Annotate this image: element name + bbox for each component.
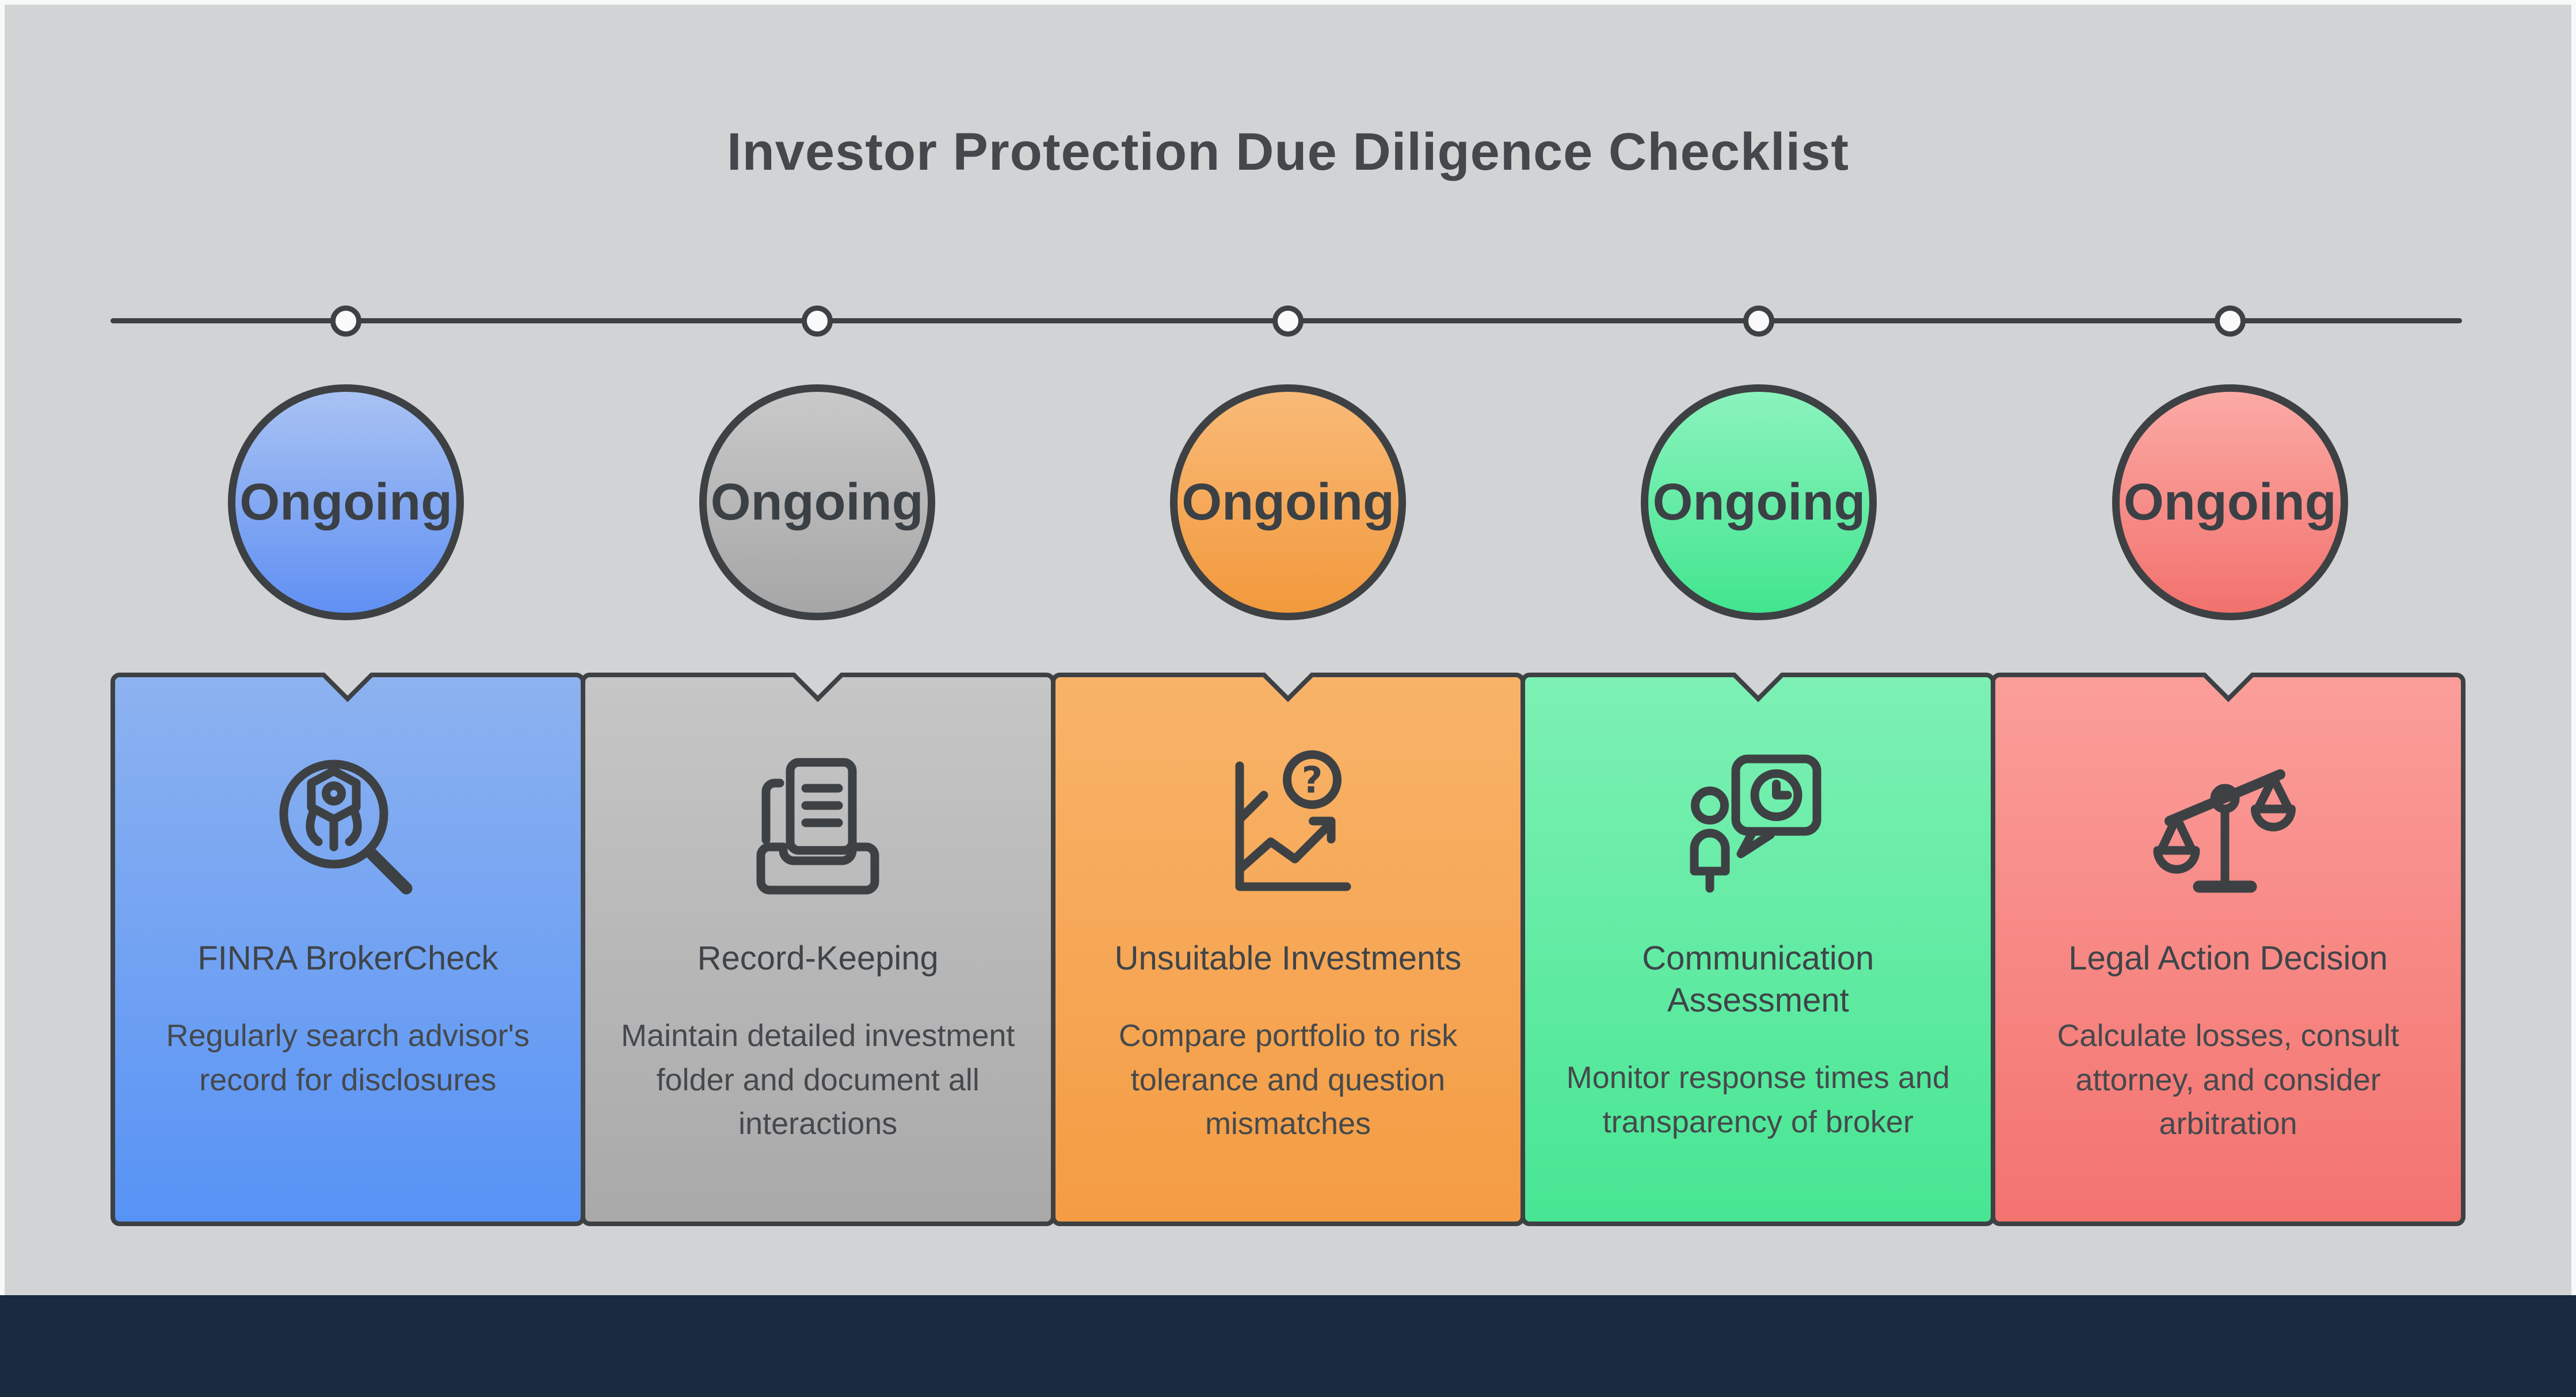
- status-circles-row: Ongoing Ongoing Ongoing Ongoing Ongoing: [110, 384, 2466, 623]
- status-circle-communication: Ongoing: [1641, 384, 1877, 620]
- timeline-node: [1272, 306, 1304, 337]
- justice-scales-icon: [2142, 745, 2315, 918]
- card-description: Compare portfolio to risk tolerance and …: [1118, 1018, 1458, 1142]
- timeline-node: [801, 306, 833, 337]
- timeline-node: [330, 306, 362, 337]
- status-circle-legal: Ongoing: [2112, 384, 2348, 620]
- card-description: Regularly search advisor's record for di…: [166, 1018, 530, 1097]
- card-description: Calculate losses, consult attorney, and …: [2057, 1018, 2399, 1142]
- card-description: Maintain detailed investment folder and …: [621, 1018, 1015, 1142]
- status-circle-finra: Ongoing: [228, 384, 464, 620]
- card-finra-brokercheck: FINRA BrokerCheck Regularly search advis…: [110, 650, 585, 1226]
- status-circle-record-keeping: Ongoing: [699, 384, 935, 620]
- card-title: Legal Action Decision: [2068, 940, 2388, 977]
- timeline-nodes-row: [110, 306, 2466, 337]
- card-title: Record-Keeping: [697, 940, 939, 977]
- footer-bar: [0, 1295, 2576, 1397]
- status-label: Ongoing: [1652, 473, 1866, 531]
- timeline-node: [2214, 306, 2246, 337]
- status-label: Ongoing: [710, 473, 924, 531]
- status-label: Ongoing: [1182, 473, 1394, 531]
- timeline-node: [1743, 306, 1775, 337]
- status-circle-unsuitable: Ongoing: [1170, 384, 1407, 620]
- archive-documents-icon: [731, 745, 904, 918]
- card-title: FINRA BrokerCheck: [197, 940, 498, 977]
- chart-question-icon: ?: [1202, 745, 1374, 918]
- step-cards-row: FINRA BrokerCheck Regularly search advis…: [110, 650, 2466, 1226]
- svg-text:?: ?: [1302, 759, 1323, 801]
- card-description: Monitor response times and transparency …: [1566, 1060, 1950, 1139]
- broker-search-icon: [261, 745, 434, 918]
- status-label: Ongoing: [239, 473, 453, 531]
- card-record-keeping: Record-Keeping Maintain detailed investm…: [580, 650, 1055, 1226]
- card-title: Unsuitable Investments: [1114, 940, 1462, 977]
- card-communication-assessment: Communication Assessment Monitor respons…: [1521, 650, 1996, 1226]
- person-chat-clock-icon: [1672, 745, 1845, 918]
- card-legal-action-decision: Legal Action Decision Calculate losses, …: [1991, 650, 2466, 1226]
- status-label: Ongoing: [2123, 473, 2337, 531]
- page-title: Investor Protection Due Diligence Checkl…: [727, 123, 1849, 181]
- card-unsuitable-investments: ? Unsuitable Investments Compare portfol…: [1050, 650, 1526, 1226]
- card-title: Communication Assessment: [1642, 940, 1874, 1020]
